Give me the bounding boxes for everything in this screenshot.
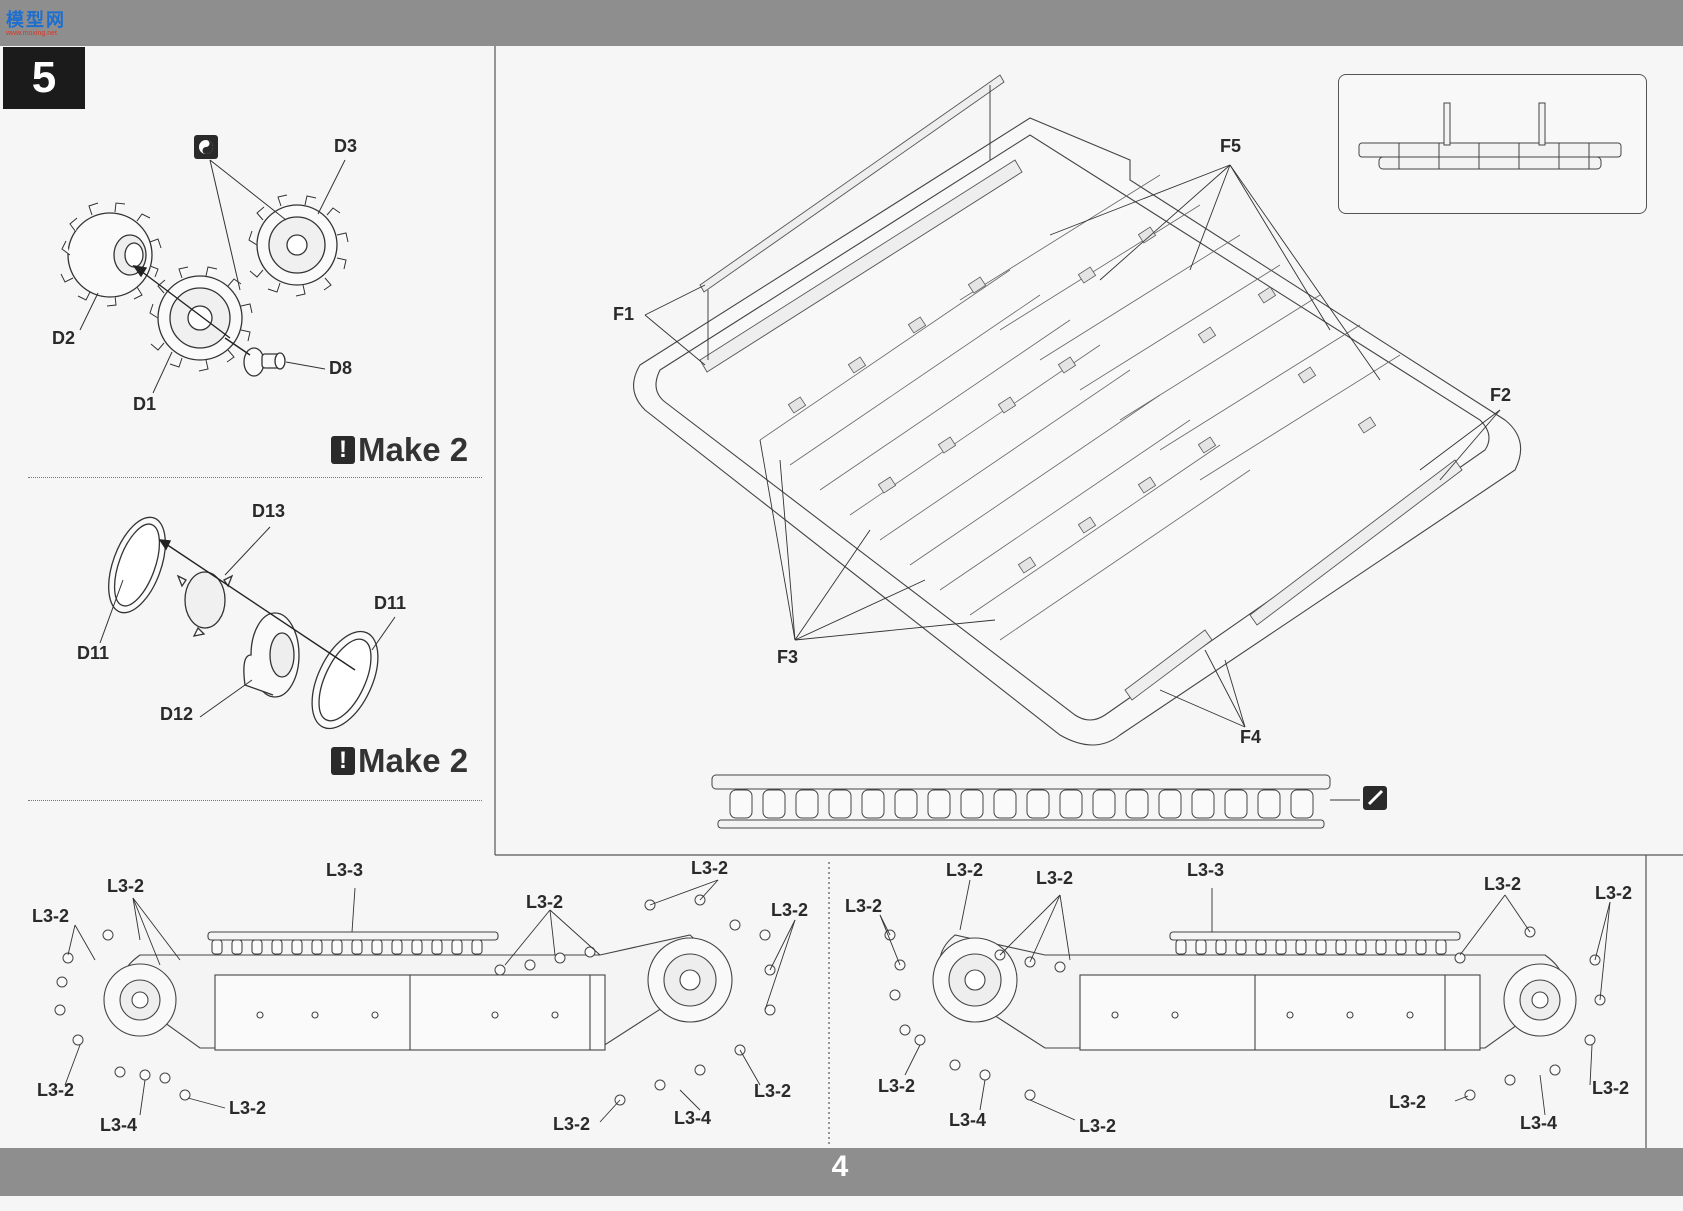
part-d1	[149, 266, 253, 372]
page-number: 4	[831, 1150, 849, 1183]
label-l3-2: L3-2	[878, 1076, 916, 1096]
label-f3: F3	[777, 647, 799, 667]
panel-frames	[494, 46, 1683, 1148]
label-l3-2: L3-2	[1595, 883, 1633, 903]
label-l3-2: L3-2	[946, 860, 984, 880]
label-l3-3: L3-3	[1187, 860, 1225, 880]
section-divider	[28, 800, 482, 801]
label-l3-2: L3-2	[1484, 874, 1522, 894]
detail-callout	[1338, 74, 1647, 214]
top-band	[0, 0, 1683, 46]
label-d13: D13	[252, 501, 286, 521]
part-d12	[243, 612, 300, 698]
left-track-drawing	[54, 879, 796, 1123]
label-l3-2: L3-2	[754, 1081, 792, 1101]
cement-icon	[194, 135, 218, 159]
label-f2: F2	[1490, 385, 1512, 405]
track-strip-drawing	[711, 774, 1360, 829]
logo-text: 模型网	[6, 10, 66, 31]
make-2-text: Make 2	[358, 742, 469, 779]
label-d11-left: D11	[77, 643, 110, 663]
part-d8	[243, 347, 286, 377]
wheel-assembly-drawing	[60, 159, 349, 394]
label-l3-2: L3-2	[1389, 1092, 1427, 1112]
label-l3-2: L3-2	[771, 900, 809, 920]
part-d11-right	[311, 630, 379, 730]
warning-icon: !	[331, 747, 355, 775]
label-f5: F5	[1220, 136, 1242, 156]
label-d1: D1	[133, 394, 157, 414]
sprue-drawing	[633, 74, 1522, 746]
label-l3-2: L3-2	[526, 892, 564, 912]
label-d8: D8	[329, 358, 353, 378]
bottom-band	[0, 1148, 1683, 1196]
part-d3	[248, 194, 349, 297]
label-l3-2: L3-2	[553, 1114, 591, 1134]
warning-icon: !	[331, 436, 355, 464]
label-l3-2: L3-2	[1592, 1078, 1630, 1098]
part-d11-left	[108, 516, 166, 614]
label-f1: F1	[613, 304, 635, 324]
part-d13	[176, 571, 234, 637]
label-l3-2: L3-2	[32, 906, 70, 926]
label-l3-2: L3-2	[845, 896, 883, 916]
label-l3-2: L3-2	[1079, 1116, 1117, 1136]
label-l3-4: L3-4	[100, 1115, 138, 1135]
cut-tool-icon	[1363, 786, 1387, 810]
label-l3-4: L3-4	[949, 1110, 987, 1130]
label-l3-2: L3-2	[1036, 868, 1074, 888]
label-l3-3: L3-3	[326, 860, 364, 880]
idler-assembly-drawing	[99, 516, 396, 730]
label-l3-4: L3-4	[674, 1108, 712, 1128]
track-side-detail	[1358, 102, 1622, 170]
site-logo: 模型网 www.moxing.net	[6, 6, 68, 38]
section-divider	[28, 477, 482, 478]
label-d2: D2	[52, 328, 76, 348]
step-number: 5	[3, 47, 85, 109]
label-d3: D3	[334, 136, 358, 156]
label-f4: F4	[1240, 727, 1262, 747]
label-l3-4: L3-4	[1520, 1113, 1558, 1133]
make-2-note-wheels: ! Make 2	[331, 431, 468, 469]
label-d12: D12	[160, 704, 194, 724]
label-l3-2: L3-2	[107, 876, 145, 896]
right-track-drawing	[879, 879, 1611, 1121]
logo-subtext: www.moxing.net	[6, 30, 57, 37]
make-2-text: Make 2	[358, 431, 469, 468]
label-d11-right: D11	[374, 593, 407, 613]
label-l3-2: L3-2	[229, 1098, 267, 1118]
label-l3-2: L3-2	[37, 1080, 75, 1100]
part-d2	[60, 202, 162, 307]
label-l3-2: L3-2	[691, 858, 729, 878]
make-2-note-idlers: ! Make 2	[331, 742, 468, 780]
